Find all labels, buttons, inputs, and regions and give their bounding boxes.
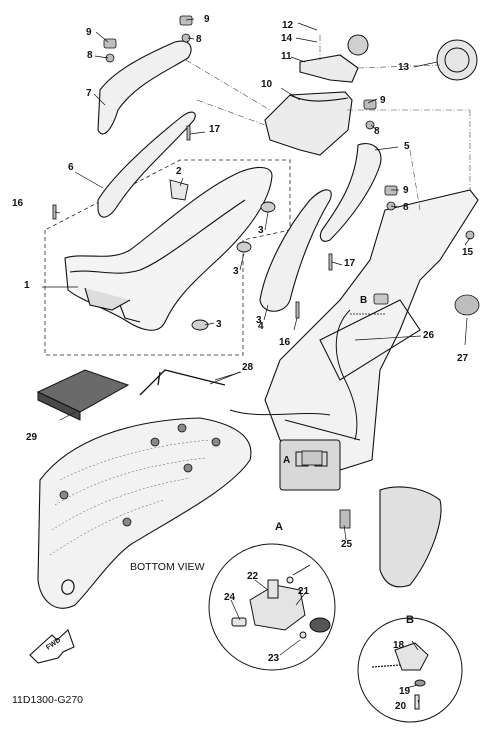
callout-8: 8 <box>87 50 93 61</box>
fwd-arrow-icon <box>29 629 75 664</box>
b-marker-part <box>350 293 389 315</box>
callout-27: 27 <box>457 353 469 364</box>
emblem <box>347 34 478 81</box>
wire-harness <box>229 309 358 441</box>
callout-9: 9 <box>86 27 92 38</box>
side-cover-right <box>319 143 382 242</box>
callout-28: 28 <box>242 362 254 373</box>
callout-17: 17 <box>344 258 356 269</box>
fasteners-right <box>295 99 480 529</box>
callout-3: 3 <box>216 319 222 330</box>
callout-3: 3 <box>256 315 262 326</box>
callout-11: 11 <box>281 51 292 62</box>
callout-3: 3 <box>233 266 239 277</box>
rear-fender-piece <box>379 486 442 588</box>
callout-5: 5 <box>404 141 410 152</box>
detail-a-leaders <box>230 579 307 656</box>
marker-a: A <box>283 455 290 466</box>
tail-cover <box>299 54 359 83</box>
leader-lines <box>42 18 471 541</box>
callout-9: 9 <box>380 95 386 106</box>
drawing-code: 11D1300-G270 <box>12 694 83 706</box>
side-cover-left <box>97 111 196 218</box>
callout-6: 6 <box>68 162 74 173</box>
seat-bracket <box>169 179 189 201</box>
marker-b: B <box>360 295 367 306</box>
callout-7: 7 <box>86 88 92 99</box>
callout-8: 8 <box>374 126 380 137</box>
callout-23: 23 <box>268 653 280 664</box>
callout-20: 20 <box>395 701 407 712</box>
callout-4: 4 <box>258 321 264 332</box>
callout-26: 26 <box>423 330 435 341</box>
callout-3: 3 <box>258 225 264 236</box>
callout-29: 29 <box>26 432 38 443</box>
callout-19: 19 <box>399 686 411 697</box>
callout-9: 9 <box>403 185 409 196</box>
rear-fender <box>37 417 252 609</box>
callout-15: 15 <box>462 247 474 258</box>
callout-16: 16 <box>12 198 24 209</box>
fender-ribs <box>49 439 211 556</box>
rear-frame <box>264 189 479 471</box>
callout-24: 24 <box>224 592 236 603</box>
fender-grommets <box>59 423 221 527</box>
detail-b-view <box>357 617 463 723</box>
callout-9: 9 <box>204 14 210 25</box>
detail-b-leaders <box>405 640 420 705</box>
fender-logo <box>61 579 75 595</box>
callout-10: 10 <box>261 79 273 90</box>
seat <box>64 167 273 331</box>
callout-8: 8 <box>196 34 202 45</box>
callout-14: 14 <box>281 33 293 44</box>
callout-2: 2 <box>176 166 182 177</box>
callout-18: 18 <box>393 640 405 651</box>
assembly-lines <box>185 35 471 211</box>
seat-group-outline <box>44 159 291 356</box>
bottom-view-label: BOTTOM VIEW <box>130 561 205 573</box>
callout-13: 13 <box>398 62 410 73</box>
detail-b-title: B <box>406 614 414 626</box>
callout-17: 17 <box>209 124 221 135</box>
detail-a-title: A <box>275 521 283 533</box>
rear-cover <box>264 91 353 156</box>
callout-21: 21 <box>298 586 310 597</box>
callout-1: 1 <box>24 280 30 291</box>
callout-25: 25 <box>341 539 353 550</box>
grab-bar <box>97 40 192 135</box>
callout-16: 16 <box>279 337 291 348</box>
battery-pad <box>36 369 130 421</box>
callout-12: 12 <box>282 20 294 31</box>
a-marker-part <box>301 450 323 466</box>
battery-band <box>139 369 226 396</box>
detail-a-view <box>208 543 336 671</box>
callout-22: 22 <box>247 571 259 582</box>
side-cover-lower <box>259 189 332 312</box>
callout-8: 8 <box>403 202 409 213</box>
